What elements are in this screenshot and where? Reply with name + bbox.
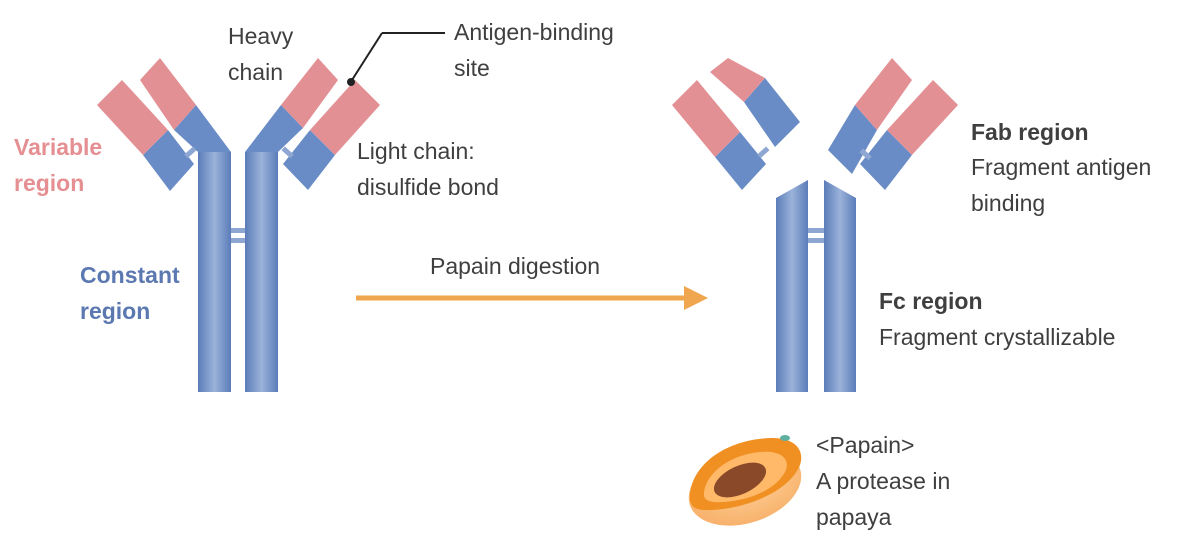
fab-left-disulfide bbox=[757, 146, 770, 159]
right-arm-light-variable bbox=[310, 80, 380, 155]
papain-note: <Papain> A protease in papaya bbox=[816, 432, 951, 530]
left-arm-heavy-variable bbox=[140, 58, 196, 130]
fc-right-chain bbox=[824, 180, 856, 392]
antigen-site-dot bbox=[347, 78, 355, 86]
fab-left-heavy-constant bbox=[744, 78, 800, 147]
fab-right-heavy-constant bbox=[828, 105, 877, 174]
right-heavy-chain-stem bbox=[245, 152, 278, 392]
fab-right-disulfide bbox=[859, 148, 872, 161]
left-arm-light-disulfide bbox=[184, 146, 197, 159]
right-arm-light-disulfide bbox=[281, 146, 294, 159]
fc-disulfide-bond bbox=[808, 228, 824, 233]
fab-left-light-constant bbox=[715, 132, 766, 190]
left-arm-heavy-constant bbox=[174, 105, 231, 152]
digested-antibody bbox=[672, 58, 958, 392]
fc-region-title: Fc region bbox=[879, 288, 983, 314]
left-arm-light-constant bbox=[143, 130, 194, 191]
fab-right-light-variable bbox=[887, 80, 958, 155]
left-arm-light-variable bbox=[97, 80, 168, 155]
papain-digestion-arrow bbox=[356, 286, 708, 310]
fc-left-chain bbox=[776, 180, 808, 392]
fab-left-heavy-variable bbox=[710, 58, 765, 102]
hinge-disulfide-bond bbox=[231, 228, 245, 233]
fc-region-description: Fragment crystallizable bbox=[879, 324, 1116, 350]
hinge-disulfide-bond bbox=[231, 238, 245, 243]
papain-digestion-label: Papain digestion bbox=[430, 253, 601, 279]
fab-region-title: Fab region bbox=[971, 119, 1089, 145]
right-arm-heavy-constant bbox=[245, 105, 303, 152]
fab-left-light-variable bbox=[672, 80, 740, 157]
fc-disulfide-bond bbox=[808, 238, 824, 243]
light-chain-label: Light chain:disulfide bond bbox=[357, 138, 499, 200]
antigen-site-pointer bbox=[351, 32, 383, 81]
papaya-illustration bbox=[688, 435, 802, 526]
intact-antibody bbox=[97, 32, 445, 392]
fab-right-heavy-variable bbox=[855, 58, 912, 130]
right-arm-heavy-variable bbox=[281, 58, 338, 128]
left-heavy-chain-stem bbox=[198, 152, 231, 392]
fab-right-light-constant bbox=[860, 130, 912, 190]
right-arm-light-constant bbox=[283, 130, 335, 190]
